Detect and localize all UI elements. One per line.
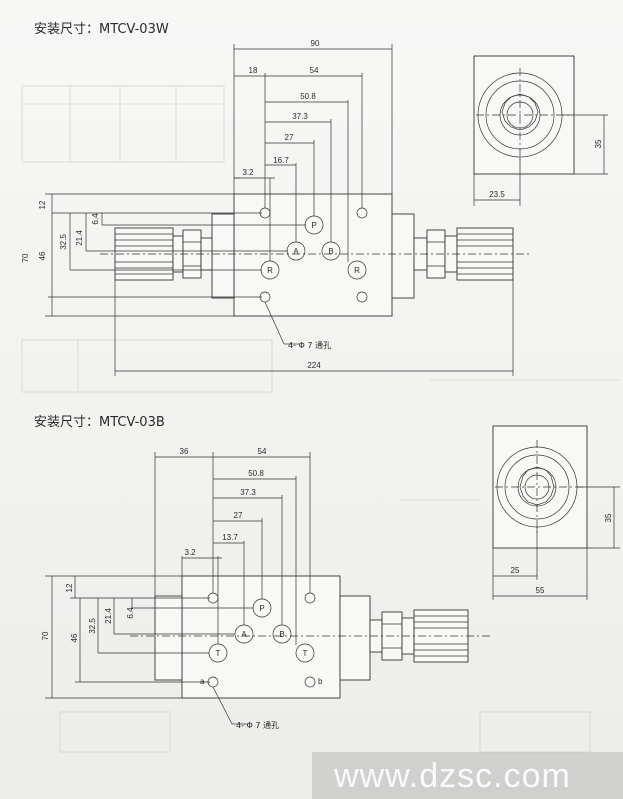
bottom-side-dim-55: 55 xyxy=(536,586,545,595)
top-port-a-label: A xyxy=(293,247,299,256)
bottom-hole-note: 4- Φ 7 通孔 xyxy=(236,720,279,730)
bottom-port-t-right-label: T xyxy=(303,649,308,658)
bottom-dim-13-7: 13.7 xyxy=(222,533,238,542)
bottom-dim-46: 46 xyxy=(70,633,79,642)
top-dim-16-7: 16.7 xyxy=(273,156,289,165)
top-port-r-left-label: R xyxy=(267,266,273,275)
top-dim-3-2: 3.2 xyxy=(242,168,254,177)
top-dim-27: 27 xyxy=(285,133,294,142)
bottom-side-dim-25: 25 xyxy=(511,566,520,575)
bottom-body-left-boss xyxy=(154,595,183,681)
top-dim-37-3: 37.3 xyxy=(292,112,308,121)
bottom-port-t-right xyxy=(295,643,315,663)
top-dim-21-4: 21.4 xyxy=(75,230,84,246)
top-port-r-right-label: R xyxy=(354,266,360,275)
top-dim-224: 224 xyxy=(307,361,321,370)
top-valve-body xyxy=(233,193,393,317)
top-dim-6-4: 6.4 xyxy=(91,213,100,225)
bottom-valve-body xyxy=(181,575,341,699)
top-port-b-label: B xyxy=(328,247,333,256)
top-port-r-right xyxy=(347,260,367,280)
bottom-valve-drawing: P A B T T a b 36 54 50.8 37.3 27 13.7 3.… xyxy=(41,447,490,730)
top-dim-70: 70 xyxy=(21,253,30,262)
bottom-port-b-label: B xyxy=(279,630,284,639)
bottom-side-dim-35: 35 xyxy=(604,513,613,522)
top-hole-note: 4- Φ 7 通孔 xyxy=(288,340,331,350)
top-dim-12: 12 xyxy=(38,200,47,209)
bottom-dim-36: 36 xyxy=(180,447,189,456)
bottom-dim-37-3: 37.3 xyxy=(240,488,256,497)
bottom-dim-6-4: 6.4 xyxy=(126,607,135,619)
bottom-dim-54: 54 xyxy=(258,447,267,456)
bottom-dim-12: 12 xyxy=(65,583,74,592)
top-dim-50-8: 50.8 xyxy=(300,92,316,101)
bottom-port-b-small-label: b xyxy=(318,677,323,686)
bottom-port-a-small-label: a xyxy=(200,677,205,686)
top-side-view: 35 23.5 xyxy=(473,55,608,206)
bottom-dim-3-2: 3.2 xyxy=(184,548,196,557)
title-mtcv-03b: 安装尺寸：MTCV-03B xyxy=(34,415,165,430)
bottom-dim-50-8: 50.8 xyxy=(248,469,264,478)
top-body-right-boss xyxy=(391,213,415,299)
top-side-dim-23-5: 23.5 xyxy=(489,190,505,199)
bottom-dim-27: 27 xyxy=(234,511,243,520)
watermark-text: www.dzsc.com xyxy=(333,757,571,795)
top-dim-54: 54 xyxy=(310,66,319,75)
title-mtcv-03w: 安装尺寸：MTCV-03W xyxy=(34,22,169,37)
bottom-side-view: 35 25 55 xyxy=(492,425,620,600)
top-dim-46: 46 xyxy=(38,251,47,260)
top-dim-32-5: 32.5 xyxy=(59,234,68,250)
top-dim-18: 18 xyxy=(249,66,258,75)
bottom-dim-70: 70 xyxy=(41,631,50,640)
top-body-left-boss xyxy=(211,213,235,299)
watermark-band xyxy=(312,752,623,799)
top-port-p-label: P xyxy=(311,221,316,230)
top-mount-hole xyxy=(356,291,368,303)
bottom-dim-21-4: 21.4 xyxy=(104,608,113,624)
bottom-port-p-label: P xyxy=(259,604,264,613)
bottom-port-t-left-label: T xyxy=(216,649,221,658)
top-side-dim-35: 35 xyxy=(594,139,603,148)
bottom-body-right-boss xyxy=(339,595,371,681)
top-valve-drawing: P A B R R 90 18 54 50.8 37.3 27 16.7 xyxy=(21,39,530,376)
bottom-dim-32-5: 32.5 xyxy=(88,618,97,634)
bottom-mount-hole xyxy=(304,676,316,688)
top-dim-90: 90 xyxy=(311,39,320,48)
bottom-port-a-label: A xyxy=(241,630,247,639)
